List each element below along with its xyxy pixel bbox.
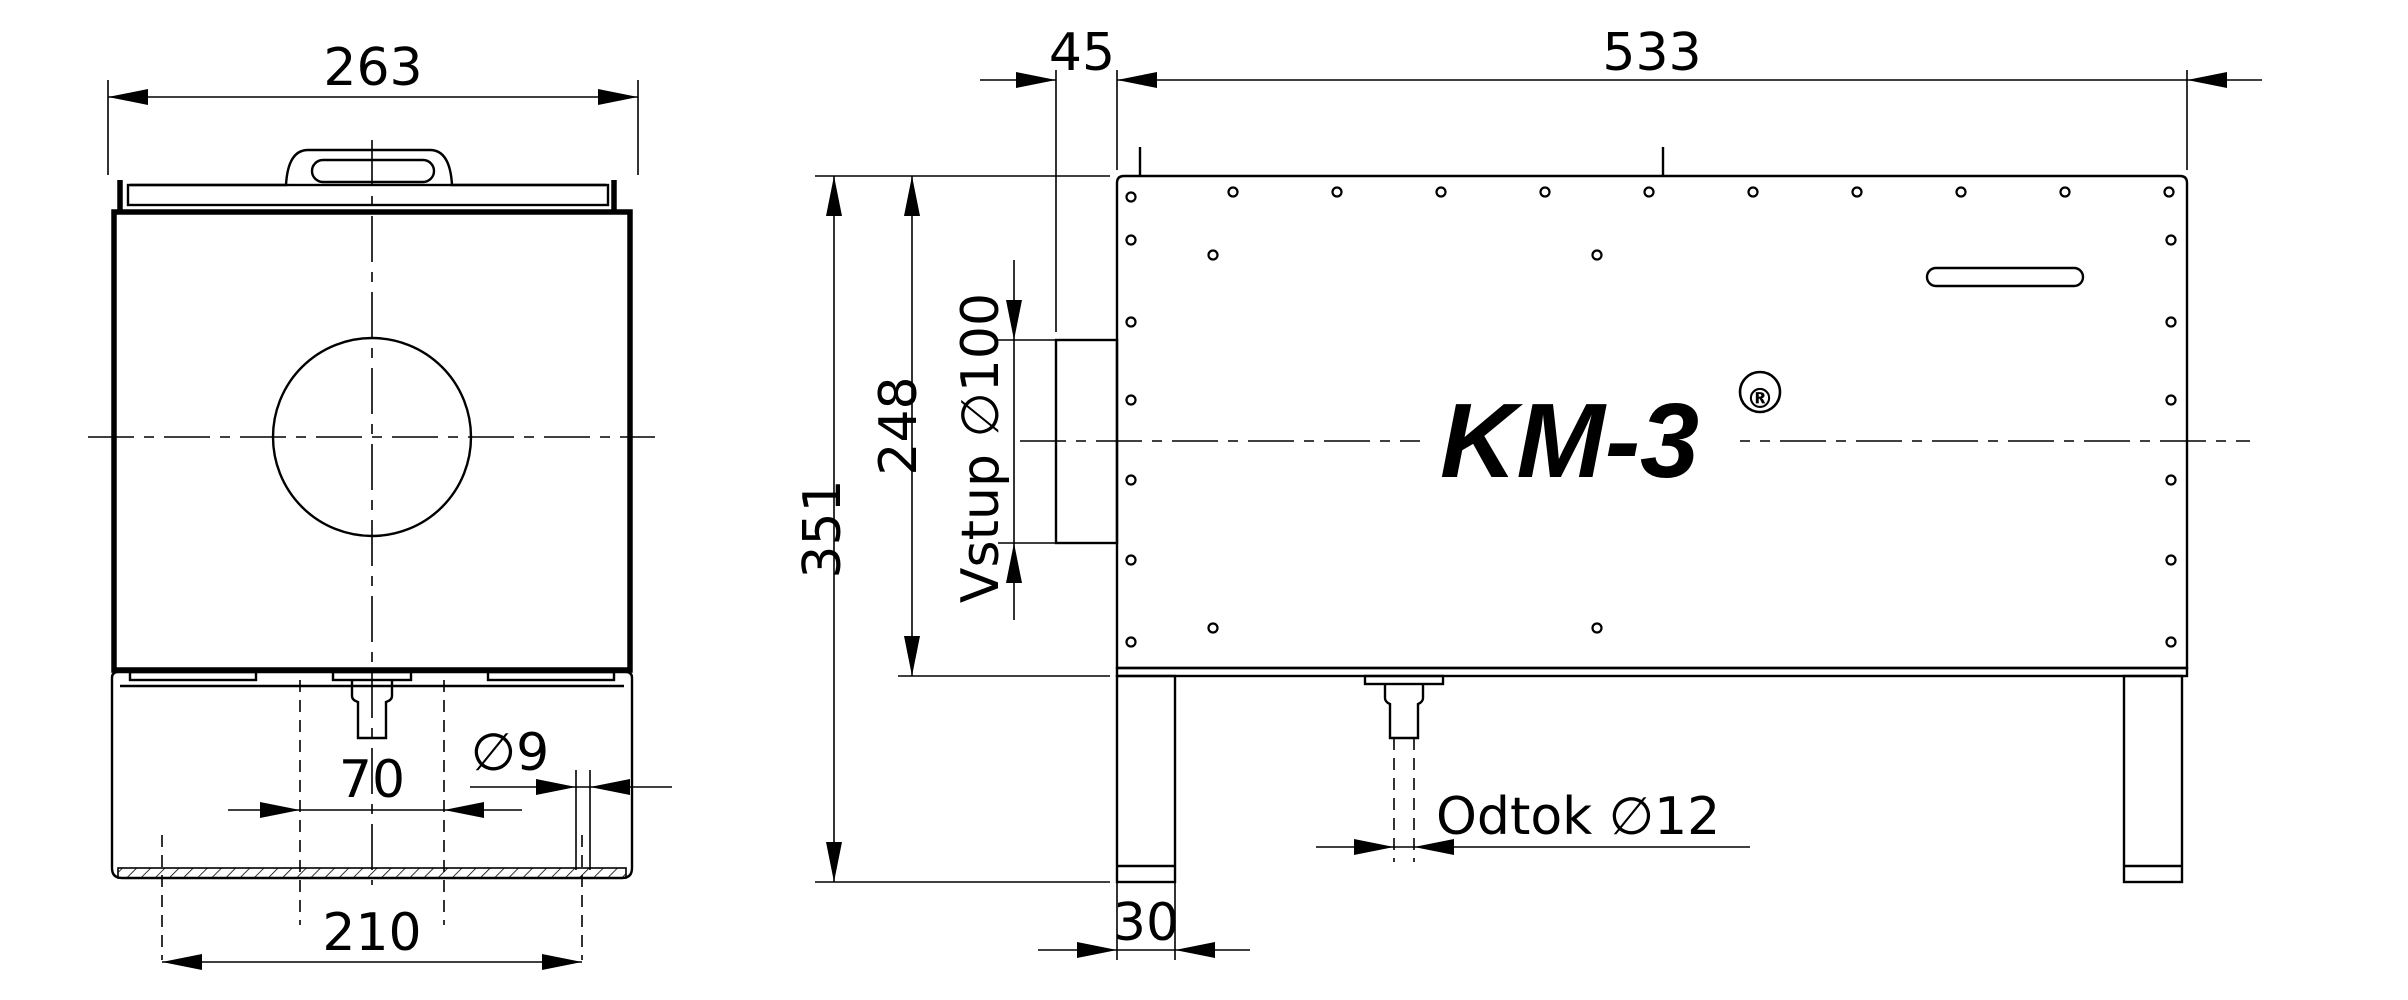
dim-depth-label: 533 [1602,23,1701,83]
front-foot-right [486,670,616,682]
logo-text: KM-3 [1440,382,1699,500]
front-body [111,209,633,673]
registered-mark-circle [1738,370,1782,414]
dim-70: 70 [228,750,522,818]
side-leg-left [1115,674,1177,884]
base-tray [110,670,634,880]
dim-body-height-label: 248 [869,376,929,475]
dim-210: 210 [162,903,582,970]
dim-leg-width-label: 30 [1113,893,1179,953]
dim-hole-label: ∅9 [471,723,549,783]
dim-inner-label: 70 [339,750,405,810]
tray-bottom-hatch [117,867,627,879]
side-body [1115,174,2189,670]
side-drain-fitting [1383,684,1425,740]
drain-flange [331,670,413,682]
km3-logo: KM-3 ® [1420,365,1782,500]
dim-hole-9: ∅9 [470,723,672,795]
side-view: KM-3 ® 45 533 351 [793,23,2262,960]
dim-263: 263 [107,38,639,175]
dim-top: 45 533 [980,23,2262,332]
lid-plate [126,183,610,207]
dim-30: 30 [1038,882,1250,960]
outlet-label: Odtok ∅12 [1436,787,1720,847]
drain-fitting [350,680,394,740]
dim-inlet-offset-label: 45 [1049,23,1115,83]
dim-total-height-label: 351 [793,479,853,578]
registered-mark: ® [1746,382,1774,415]
bolt-holes [1125,186,2177,648]
side-leg-right [2122,674,2184,884]
dim-351: 351 [793,175,1110,883]
dim-width-label: 263 [323,38,422,98]
dim-inlet: Vstup ∅100 [951,260,1056,620]
side-handle-slot [1925,266,2085,288]
lid-handle [130,148,606,187]
front-foot-left [128,670,258,682]
inlet-label: Vstup ∅100 [951,293,1011,603]
side-drain-flange [1363,674,1445,686]
dim-248: 248 [869,176,1110,677]
front-view: 263 70 210 ∅9 [88,38,672,970]
dim-outlet: Odtok ∅12 [1316,787,1750,855]
handle-slot [310,158,436,184]
side-base-strip [1115,666,2189,678]
dim-leg-spacing-label: 210 [322,903,421,963]
